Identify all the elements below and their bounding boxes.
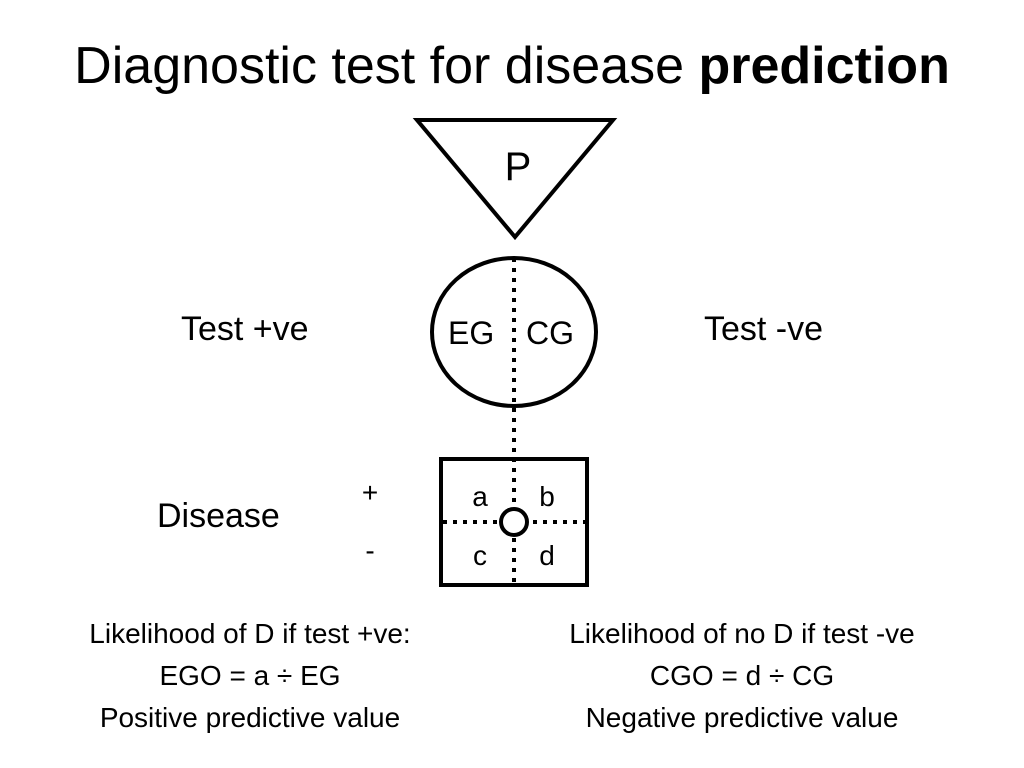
test-positive-label: Test +ve — [181, 310, 309, 348]
cell-c: c — [473, 540, 487, 571]
control-group-label: CG — [526, 315, 574, 351]
cell-d: d — [539, 540, 555, 571]
ppv-line1: Likelihood of D if test +ve: — [89, 618, 411, 649]
ppv-formula: EGO = a ÷ EG — [159, 660, 341, 691]
population-triangle — [412, 118, 618, 241]
cell-a: a — [472, 481, 488, 512]
positive-predictive-block: Likelihood of D if test +ve: EGO = a ÷ E… — [20, 613, 480, 739]
npv-line1: Likelihood of no D if test -ve — [569, 618, 915, 649]
test-negative-label: Test -ve — [704, 310, 824, 348]
two-by-two-table — [439, 457, 589, 587]
title-bold: prediction — [698, 37, 950, 95]
title-regular: Diagnostic test for disease — [74, 37, 685, 95]
negative-predictive-block: Likelihood of no D if test -ve CGO = d ÷… — [512, 613, 972, 739]
npv-caption: Negative predictive value — [585, 702, 899, 733]
disease-negative-sign: - — [365, 535, 375, 566]
population-label: P — [505, 145, 532, 189]
ppv-caption: Positive predictive value — [99, 702, 401, 733]
center-marker — [499, 507, 529, 537]
exposed-group-label: EG — [448, 315, 495, 351]
npv-formula: CGO = d ÷ CG — [649, 660, 835, 691]
disease-label: Disease — [157, 497, 280, 535]
cell-b: b — [539, 481, 555, 512]
disease-positive-sign: + — [361, 477, 379, 508]
slide-title: Diagnostic test for disease prediction — [0, 34, 1024, 98]
